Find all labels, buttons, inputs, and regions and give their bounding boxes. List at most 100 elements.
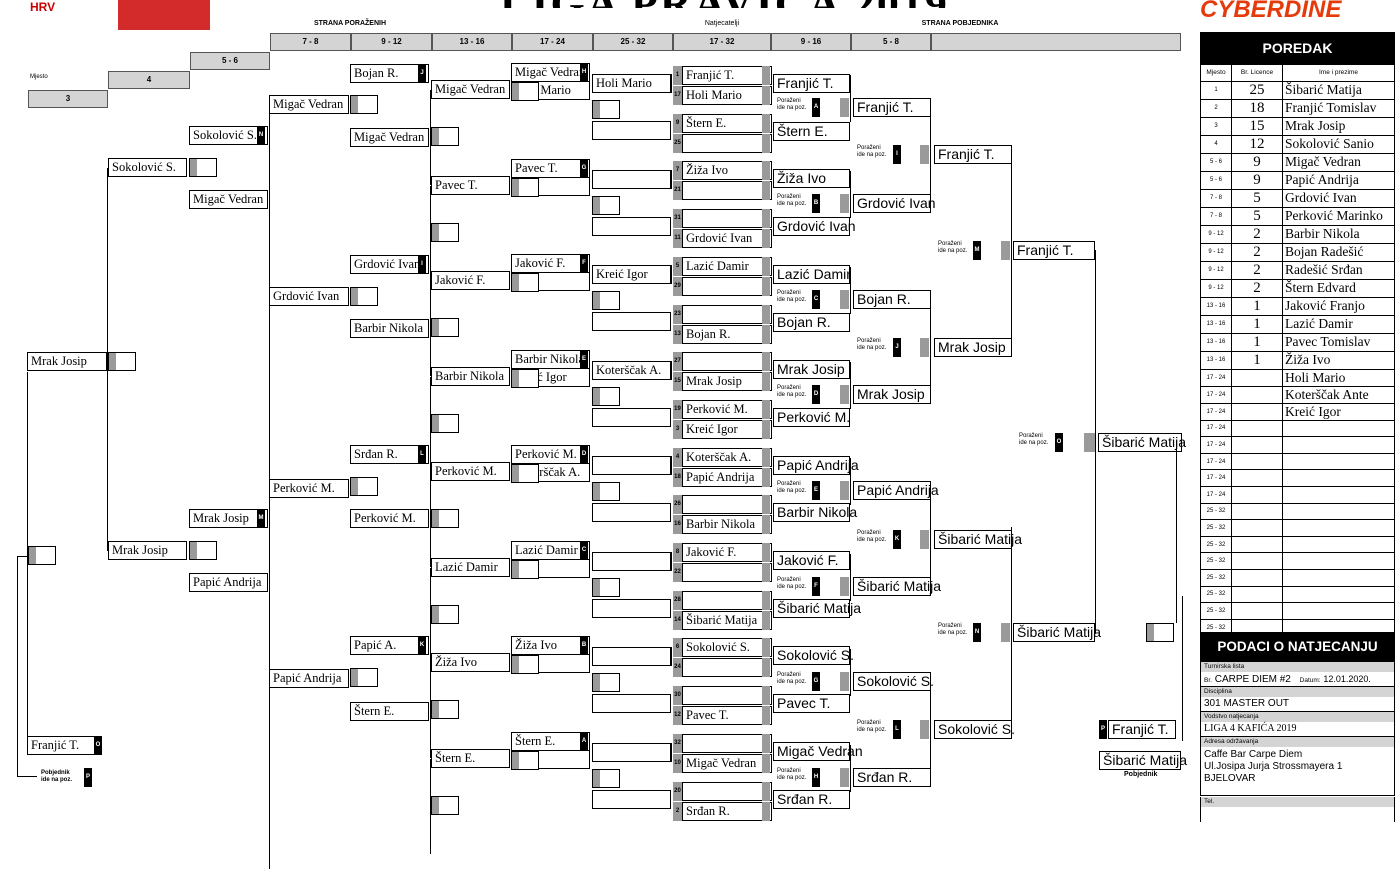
loser-r2-slot[interactable]: Žiža Ivo: [511, 636, 590, 655]
winner-r2-slot[interactable]: Lazić Damir: [773, 264, 851, 284]
loser-r6-slot[interactable]: Migač Vedran: [189, 190, 268, 209]
score-box[interactable]: [592, 673, 620, 692]
winner-r4-slot[interactable]: Mrak Josip: [934, 338, 1012, 357]
winner-r2-slot[interactable]: Barbir Nikola: [773, 503, 857, 523]
loser-r4-slot[interactable]: Migač Vedran: [350, 128, 429, 147]
loser-r3-slot[interactable]: Barbir Nikola: [431, 366, 510, 386]
loser-r1-slot[interactable]: [592, 169, 671, 189]
player-slot[interactable]: [682, 304, 772, 324]
loser-r1-slot[interactable]: [592, 121, 671, 140]
player-slot[interactable]: Mrak Josip: [682, 372, 772, 392]
loser-r4-slot[interactable]: Barbir Nikola: [350, 319, 429, 338]
loser-r2-slot[interactable]: Pavec T.: [511, 158, 590, 178]
loser-r4-slot[interactable]: Grdović Ivan: [350, 255, 429, 274]
losers-final-slot[interactable]: Franjić T.: [27, 736, 95, 755]
player-slot[interactable]: [682, 352, 772, 372]
loser-r1-slot[interactable]: [592, 551, 671, 571]
player-slot[interactable]: Koterščak A.: [682, 447, 772, 467]
player-slot[interactable]: Grdović Ivan: [682, 229, 772, 249]
loser-r4-slot[interactable]: Štern E.: [350, 702, 429, 721]
score-box[interactable]: [431, 127, 459, 146]
score-box[interactable]: [431, 413, 459, 433]
loser-r2-slot[interactable]: Migač Vedran: [511, 63, 590, 82]
loser-r1-slot[interactable]: [592, 694, 671, 713]
score-box[interactable]: [511, 177, 539, 197]
winners-final-slot[interactable]: Šibarić Matija: [1098, 433, 1186, 452]
grand-final-slot[interactable]: Franjić T.: [1108, 720, 1176, 739]
score-box[interactable]: [431, 318, 459, 337]
score-box[interactable]: [592, 386, 620, 406]
player-slot[interactable]: [682, 563, 772, 582]
score-box[interactable]: [511, 273, 539, 292]
loser-r5-slot[interactable]: Perković M.: [269, 479, 349, 498]
score-box[interactable]: [189, 541, 217, 560]
player-slot[interactable]: Bojan R.: [682, 324, 772, 344]
player-slot[interactable]: Jaković F.: [682, 543, 772, 562]
score-box[interactable]: [592, 482, 620, 501]
winner-r2-slot[interactable]: Sokolović S.: [773, 646, 854, 666]
winner-r2-slot[interactable]: Žiža Ivo: [773, 169, 850, 189]
loser-r5-slot[interactable]: Papić Andrija: [269, 669, 349, 688]
winner-r2-slot[interactable]: Šibarić Matija: [773, 598, 861, 618]
player-slot[interactable]: [682, 733, 772, 753]
loser-r6-slot[interactable]: Sokolović S.: [189, 126, 268, 145]
score-box[interactable]: [511, 368, 539, 388]
loser-r6-slot[interactable]: Papić Andrija: [189, 573, 268, 592]
loser-r7-slot[interactable]: Mrak Josip: [108, 541, 187, 560]
score-box[interactable]: [511, 559, 539, 579]
loser-r3-slot[interactable]: Perković M.: [431, 462, 510, 481]
score-box[interactable]: [189, 158, 217, 177]
winner-r4-slot[interactable]: Sokolović S.: [934, 720, 1015, 739]
player-slot[interactable]: [682, 495, 772, 515]
score-box[interactable]: [592, 195, 620, 215]
player-slot[interactable]: Kreić Igor: [682, 419, 772, 439]
loser-r3-slot[interactable]: Žiža Ivo: [431, 653, 510, 672]
score-box[interactable]: [431, 604, 459, 624]
winner-r2-slot[interactable]: Grdović Ivan: [773, 217, 856, 237]
winner-r2-slot[interactable]: Migač Vedran: [773, 741, 863, 761]
loser-r4-slot[interactable]: Perković M.: [350, 509, 429, 528]
player-slot[interactable]: Holi Mario: [682, 86, 772, 105]
score-box[interactable]: [431, 509, 459, 528]
loser-r1-slot[interactable]: [592, 456, 671, 475]
winner-r3-slot[interactable]: Šibarić Matija: [853, 577, 941, 596]
winner-r2-slot[interactable]: Mrak Josip: [773, 360, 850, 380]
score-box[interactable]: [592, 768, 620, 788]
score-box[interactable]: [108, 352, 136, 371]
player-slot[interactable]: [682, 133, 772, 153]
loser-r1-slot[interactable]: [592, 647, 671, 666]
player-slot[interactable]: Papić Andrija: [682, 467, 772, 487]
player-slot[interactable]: Štern E.: [682, 113, 772, 133]
loser-r5-slot[interactable]: Migač Vedran: [269, 95, 349, 114]
player-slot[interactable]: Lazić Damir: [682, 256, 772, 276]
player-slot[interactable]: [682, 209, 772, 229]
score-box[interactable]: [592, 291, 620, 310]
loser-r1-slot[interactable]: Koterščak A.: [592, 360, 671, 380]
grand-final-score[interactable]: [1146, 623, 1174, 642]
score-box[interactable]: [350, 477, 378, 496]
winner-r3-slot[interactable]: Sokolović S.: [853, 672, 934, 691]
winner-r2-slot[interactable]: Papić Andrija: [773, 455, 859, 475]
loser-r2-slot[interactable]: Jaković F.: [511, 254, 590, 273]
player-slot[interactable]: Perković M.: [682, 399, 772, 419]
winner-r2-slot[interactable]: Štern E.: [773, 121, 850, 141]
score-box[interactable]: [511, 82, 539, 101]
loser-r5-slot[interactable]: Grdović Ivan: [269, 287, 349, 306]
score-box[interactable]: [28, 546, 56, 565]
winner-r4-slot[interactable]: Šibarić Matija: [934, 530, 1022, 549]
loser-r1-slot[interactable]: [592, 216, 671, 236]
loser-r2-slot[interactable]: Lazić Damir: [511, 540, 590, 560]
loser-r1-slot[interactable]: [592, 407, 671, 427]
winner-r2-slot[interactable]: Bojan R.: [773, 312, 850, 332]
loser-r3-slot[interactable]: Štern E.: [431, 748, 510, 768]
player-slot[interactable]: [682, 658, 772, 678]
player-slot[interactable]: Šibarić Matija: [682, 610, 772, 630]
player-slot[interactable]: Migač Vedran: [682, 753, 772, 773]
score-box[interactable]: [431, 700, 459, 719]
player-slot[interactable]: Pavec T.: [682, 706, 772, 726]
winner-r3-slot[interactable]: Franjić T.: [853, 98, 931, 117]
player-slot[interactable]: [682, 781, 772, 801]
winner-r5-slot[interactable]: Franjić T.: [1013, 241, 1095, 260]
winner-r5-slot[interactable]: Šibarić Matija: [1013, 623, 1101, 642]
winner-r2-slot[interactable]: Srđan R.: [773, 789, 850, 809]
